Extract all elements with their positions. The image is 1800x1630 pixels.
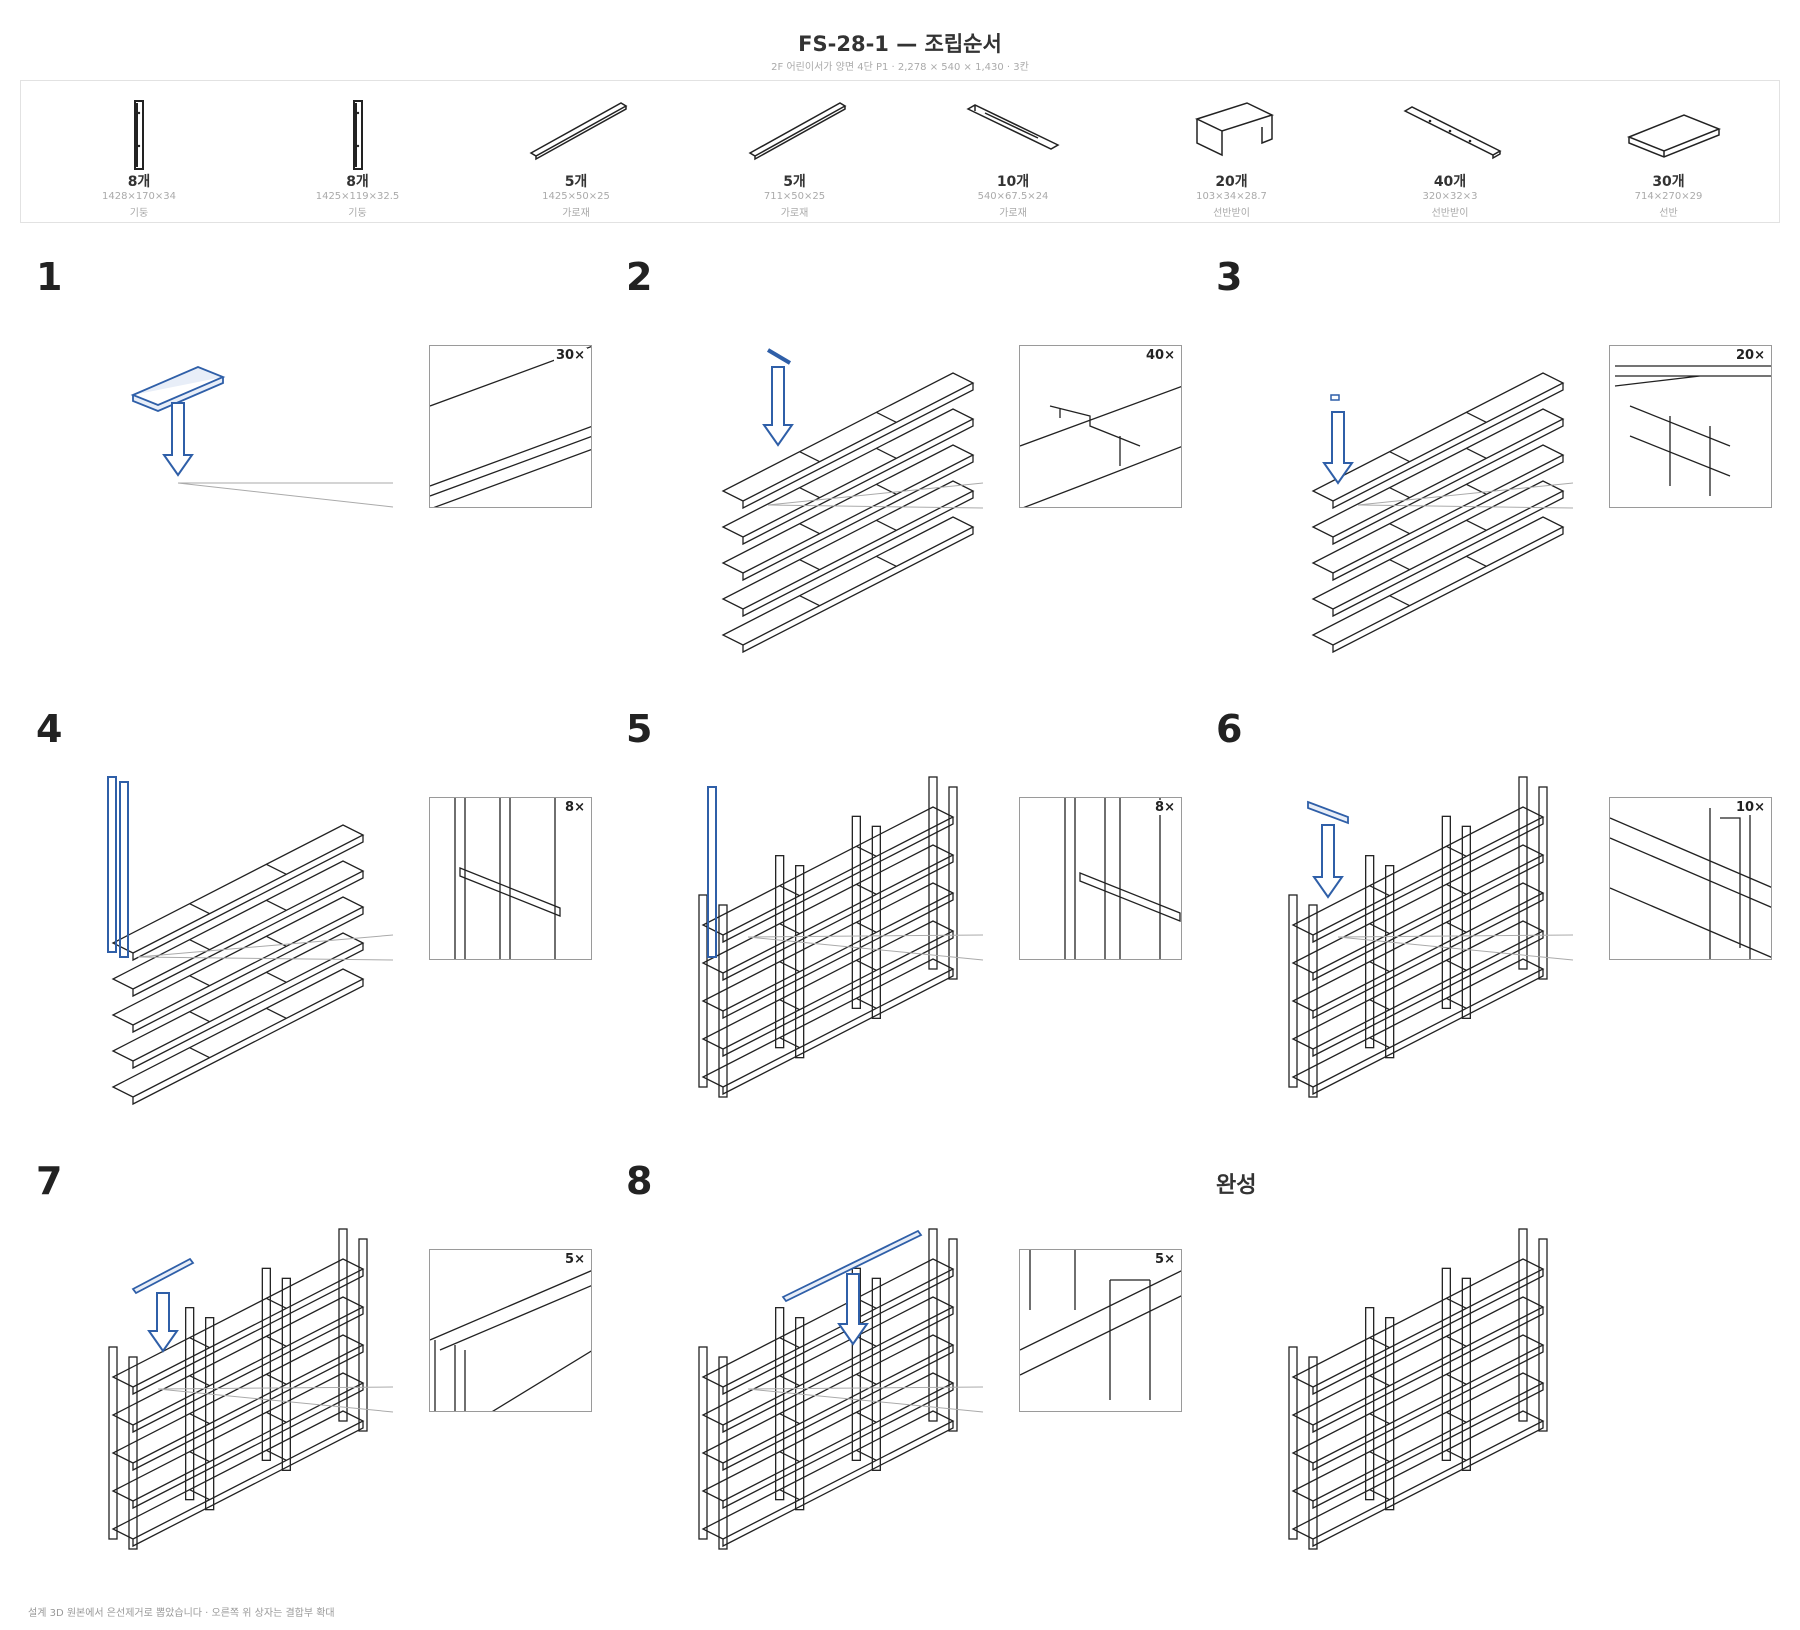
- assembly-step: 6 10×: [1198, 707, 1788, 1147]
- rail-icon: [529, 102, 628, 161]
- part-name: 기둥: [348, 208, 367, 219]
- step-label: 3: [1216, 255, 1243, 299]
- joint-detail-box: 5×: [429, 1249, 592, 1412]
- joint-detail-box: 5×: [1019, 1249, 1182, 1412]
- part-name: 기둥: [129, 208, 149, 219]
- part-qty: 10개: [996, 174, 1030, 190]
- detail-count: 20×: [1734, 348, 1767, 363]
- step-label: 4: [36, 707, 63, 751]
- step-label: 6: [1216, 707, 1243, 751]
- assembly-step: 3 20×: [1198, 255, 1788, 695]
- detail-count: 30×: [554, 348, 587, 363]
- part-qty: 30개: [1652, 174, 1685, 190]
- part-dim: 1425×50×25: [542, 191, 610, 202]
- joint-detail-box: 40×: [1019, 345, 1182, 508]
- joint-detail-box: 20×: [1609, 345, 1772, 508]
- step-illustration: [698, 1228, 984, 1550]
- part-dim: 711×50×25: [763, 191, 826, 202]
- assembly-step: 7 5×: [18, 1159, 608, 1599]
- assembly-step: 완성: [1198, 1159, 1788, 1599]
- step-label: 2: [626, 255, 653, 299]
- shelf-icon: [1626, 114, 1721, 158]
- detail-count: 40×: [1144, 348, 1177, 363]
- joint-detail-drawing: [1064, 798, 1181, 959]
- plate-icon: [1403, 106, 1502, 160]
- joint-detail-drawing: [1614, 365, 1771, 496]
- step-label: 1: [36, 255, 63, 299]
- step-illustration: [721, 348, 984, 654]
- step-illustration: [107, 776, 394, 1106]
- part-dim: 540×67.5×24: [977, 191, 1049, 202]
- part-name: 선반: [1659, 208, 1678, 219]
- assembly-step: 4 8×: [18, 707, 608, 1147]
- crossbar-icon: [966, 104, 1060, 150]
- detail-count: 5×: [563, 1252, 587, 1267]
- step-illustration: [698, 776, 984, 1098]
- joint-detail-box: 30×: [429, 345, 592, 508]
- post-icon: [134, 100, 144, 170]
- part-dim: 320×32×3: [1422, 191, 1478, 202]
- joint-detail-drawing: [1020, 386, 1181, 507]
- part-name: 선반받이: [1431, 208, 1469, 219]
- page-title: FS-28-1 — 조립순서: [798, 32, 1002, 56]
- rail-icon: [748, 102, 846, 161]
- joint-detail-box: 10×: [1609, 797, 1772, 960]
- detail-count: 5×: [1153, 1252, 1177, 1267]
- assembly-step: 8 5×: [608, 1159, 1198, 1599]
- bracket-icon: [1194, 102, 1274, 157]
- part-name: 가로재: [780, 208, 809, 219]
- part-name: 선반받이: [1213, 208, 1250, 219]
- assembly-step: 5 8×: [608, 707, 1198, 1147]
- step-illustration: [108, 1228, 394, 1550]
- joint-detail-drawing: [430, 1270, 591, 1411]
- part-dim: 103×34×28.7: [1196, 191, 1267, 202]
- part-qty: 8개: [127, 174, 151, 190]
- part-qty: 5개: [564, 174, 588, 190]
- part-qty: 20개: [1215, 174, 1248, 190]
- detail-count: 8×: [563, 800, 587, 815]
- detail-count: 8×: [1153, 800, 1177, 815]
- assembly-step: 1 30×: [18, 255, 608, 695]
- joint-detail-drawing: [430, 346, 591, 507]
- step-illustration: [1288, 1228, 1548, 1550]
- part-dim: 1428×170×34: [101, 191, 177, 202]
- step-label: 8: [626, 1159, 653, 1203]
- step-label: 7: [36, 1159, 63, 1203]
- footer-note: 설계 3D 원본에서 은선제거로 뽑았습니다 · 오른쪽 위 상자는 결합부 확…: [28, 1608, 335, 1619]
- joint-detail-drawing: [454, 798, 561, 959]
- part-qty: 40개: [1433, 174, 1467, 190]
- step-illustration: [1311, 372, 1574, 654]
- page-subtitle: 2F 어린이서가 양면 4단 P1 · 2,278 × 540 × 1,430 …: [771, 62, 1029, 73]
- part-dim: 1425×119×32.5: [315, 191, 400, 202]
- joint-detail-box: 8×: [429, 797, 592, 960]
- part-qty: 5개: [783, 174, 806, 190]
- step-label: 5: [626, 707, 653, 751]
- part-name: 가로재: [562, 208, 590, 219]
- detail-count: 10×: [1734, 800, 1767, 815]
- part-dim: 714×270×29: [1634, 191, 1703, 202]
- joint-detail-drawing: [1020, 1250, 1181, 1400]
- step-illustration: [130, 366, 394, 508]
- step-illustration: [1288, 776, 1574, 1098]
- joint-detail-drawing: [1610, 808, 1771, 959]
- joint-detail-box: 8×: [1019, 797, 1182, 960]
- step-label: 완성: [1216, 1173, 1257, 1198]
- part-name: 가로재: [999, 208, 1027, 219]
- part-qty: 8개: [346, 174, 369, 190]
- assembly-step: 2 40×: [608, 255, 1198, 695]
- post-icon: [352, 100, 363, 170]
